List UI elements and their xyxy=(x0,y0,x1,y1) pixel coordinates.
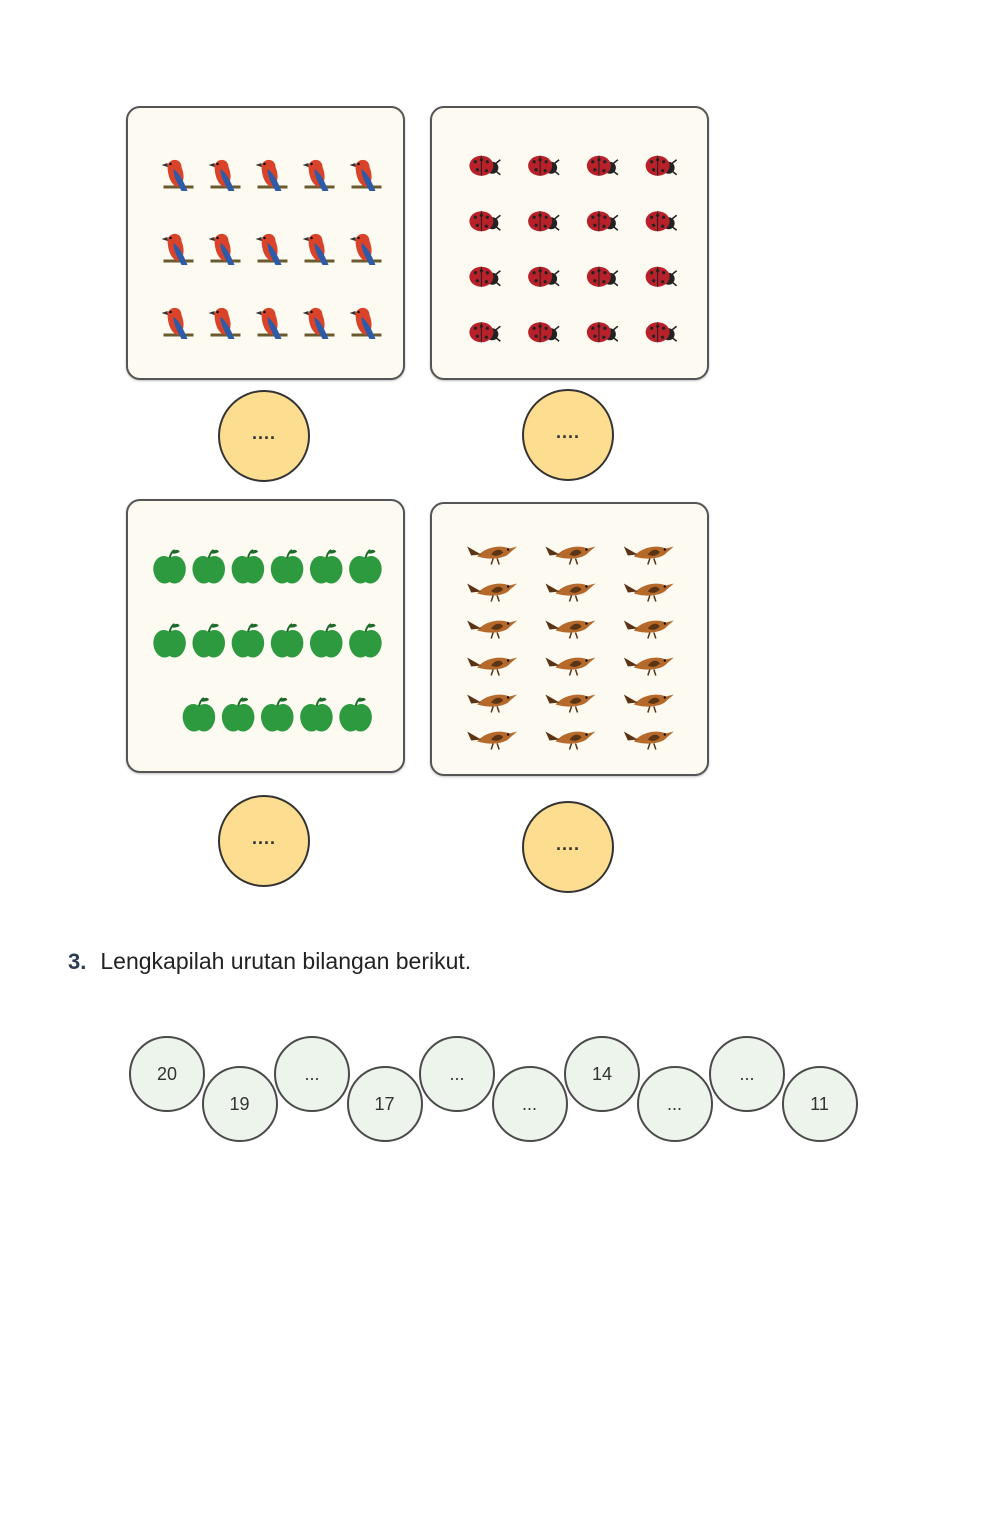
sequence-blank-circle[interactable]: ... xyxy=(709,1036,785,1112)
brown-bird-icon xyxy=(623,731,674,750)
green-apple-icon xyxy=(192,549,226,584)
brown-bird-icon xyxy=(467,546,518,565)
panel-green-apples xyxy=(126,499,405,773)
panel-red-birds xyxy=(126,106,405,380)
green-apple-icon xyxy=(153,549,186,584)
green-apple-icon xyxy=(270,549,304,584)
ladybug-icon xyxy=(469,322,501,343)
red-bird-icon xyxy=(255,159,288,191)
brown-bird-icon xyxy=(467,620,518,639)
green-apple-icon xyxy=(309,623,343,658)
red-bird-icon xyxy=(161,233,194,265)
ladybug-icon xyxy=(528,266,560,287)
red-bird-group xyxy=(161,159,382,339)
ladybug-icon xyxy=(645,155,678,176)
ladybug-icon xyxy=(469,211,501,232)
question-3: 3. Lengkapilah urutan bilangan berikut. xyxy=(68,948,471,975)
brown-bird-icon xyxy=(545,731,596,750)
brown-bird-icon xyxy=(623,694,674,713)
green-apple-icon xyxy=(300,697,333,732)
brown-bird-group xyxy=(467,546,674,750)
red-bird-icon xyxy=(208,307,241,339)
sequence-number-circle: 14 xyxy=(564,1036,640,1112)
ladybug-icon xyxy=(586,322,619,343)
answer-circle-ladybugs[interactable]: .... xyxy=(522,389,614,481)
red-bird-icon xyxy=(208,159,241,191)
ladybug-icon xyxy=(645,211,678,232)
sequence-blank-circle[interactable]: ... xyxy=(419,1036,495,1112)
ladybug-icon xyxy=(645,322,678,343)
answer-circle-red-birds[interactable]: .... xyxy=(218,390,310,482)
green-apple-icon xyxy=(349,549,382,584)
sequence-blank-circle[interactable]: ... xyxy=(491,1066,568,1142)
green-apple-icon xyxy=(231,623,265,658)
red-bird-icon xyxy=(208,233,241,265)
red-bird-icon xyxy=(349,307,382,339)
green-apple-icon xyxy=(270,623,304,658)
ladybug-icon xyxy=(586,155,619,176)
panel-ladybugs xyxy=(430,106,709,380)
ladybug-icon xyxy=(528,155,560,176)
brown-bird-icon xyxy=(467,657,518,676)
ladybug-icon xyxy=(528,211,560,232)
brown-bird-icon xyxy=(623,546,674,565)
red-bird-icon xyxy=(349,159,382,191)
panel-brown-birds xyxy=(430,502,709,776)
ladybug-group xyxy=(469,155,678,343)
brown-bird-icon xyxy=(467,583,518,602)
ladybug-icon xyxy=(645,266,678,287)
brown-bird-icon xyxy=(545,546,596,565)
brown-bird-icon xyxy=(545,620,596,639)
question-number: 3. xyxy=(68,949,87,974)
brown-bird-icon xyxy=(545,694,596,713)
red-bird-icon xyxy=(302,233,335,265)
red-bird-icon xyxy=(302,159,335,191)
answer-circle-brown-birds[interactable]: .... xyxy=(522,801,614,893)
brown-bird-icon xyxy=(467,731,518,750)
ladybug-icon xyxy=(469,155,501,176)
green-apple-icon xyxy=(349,623,382,658)
sequence-number-circle: 11 xyxy=(781,1066,858,1142)
green-apple-icon xyxy=(153,623,186,658)
red-bird-icon xyxy=(255,307,288,339)
ladybug-icon xyxy=(586,266,619,287)
brown-bird-icon xyxy=(545,657,596,676)
brown-bird-icon xyxy=(623,657,674,676)
red-bird-icon xyxy=(349,233,382,265)
brown-bird-icon xyxy=(623,583,674,602)
sequence-blank-circle[interactable]: ... xyxy=(274,1036,350,1112)
green-apple-group xyxy=(153,549,382,732)
brown-bird-icon xyxy=(545,583,596,602)
red-bird-icon xyxy=(302,307,335,339)
brown-bird-icon xyxy=(623,620,674,639)
brown-bird-icon xyxy=(467,694,518,713)
green-apple-icon xyxy=(231,549,265,584)
sequence-number-circle: 19 xyxy=(201,1066,278,1142)
green-apple-icon xyxy=(182,697,216,732)
ladybug-icon xyxy=(528,322,560,343)
sequence-blank-circle[interactable]: ... xyxy=(636,1066,713,1142)
sequence-number-circle: 17 xyxy=(346,1066,423,1142)
question-text: Lengkapilah urutan bilangan berikut. xyxy=(100,948,472,974)
green-apple-icon xyxy=(309,549,343,584)
green-apple-icon xyxy=(192,623,226,658)
ladybug-icon xyxy=(586,211,619,232)
red-bird-icon xyxy=(161,307,194,339)
ladybug-icon xyxy=(469,266,501,287)
red-bird-icon xyxy=(161,159,194,191)
sequence-number-circle: 20 xyxy=(129,1036,205,1112)
red-bird-icon xyxy=(255,233,288,265)
green-apple-icon xyxy=(261,697,294,732)
answer-circle-green-apples[interactable]: .... xyxy=(218,795,310,887)
green-apple-icon xyxy=(339,697,372,732)
green-apple-icon xyxy=(221,697,255,732)
